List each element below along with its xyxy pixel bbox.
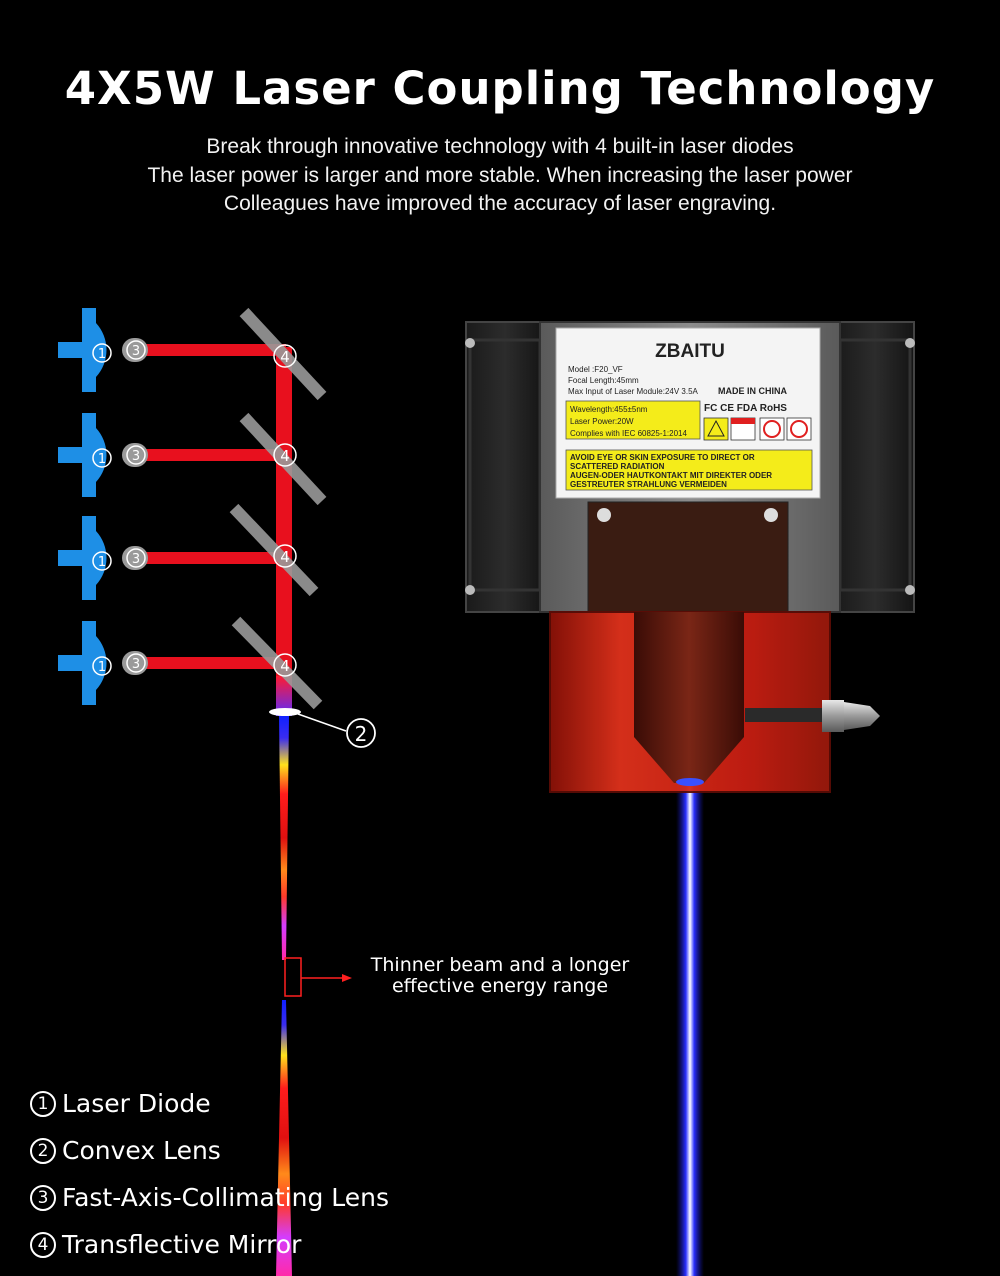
laser-diode-icon [58, 621, 107, 705]
complies-text: Complies with IEC 60825-1:2014 [570, 429, 688, 438]
legend: 1 Laser Diode 2 Convex Lens 3 Fast-Axis-… [30, 1080, 389, 1268]
output-beam-upper [279, 716, 289, 960]
horizontal-beam [140, 449, 286, 461]
convex-lens-icon [269, 708, 301, 716]
callout-arrowhead-icon [342, 974, 352, 982]
legend-item: 4 Transflective Mirror [30, 1221, 389, 1268]
warning-line-2: SCATTERED RADIATION [570, 462, 665, 471]
callout-line-1: Thinner beam and a longer [370, 954, 630, 976]
power-text: Laser Power:20W [570, 417, 634, 426]
screw-icon [465, 585, 475, 595]
laser-diode-icon [58, 308, 107, 392]
callout-line-2: effective energy range [391, 975, 609, 997]
made-in-text: MADE IN CHINA [718, 386, 787, 396]
horizontal-beam [140, 344, 286, 356]
subtitle-line-1: Break through innovative technology with… [206, 135, 794, 158]
transflective-mirror-icon [239, 412, 327, 506]
screw-icon [597, 508, 611, 522]
mirror-marker: 4 [280, 447, 290, 465]
fac-marker: 3 [132, 657, 140, 672]
left-fan [465, 321, 545, 613]
legend-label: Convex Lens [62, 1136, 221, 1165]
legend-number: 4 [30, 1231, 56, 1258]
module-bracket [587, 501, 789, 613]
warning-box [565, 449, 813, 491]
laser-warning-icon [703, 417, 729, 441]
mirror-marker: 4 [280, 348, 290, 366]
diode-row-1: 1 3 4 [58, 307, 327, 401]
legend-label: Laser Diode [62, 1089, 211, 1118]
laser-diode-icon [58, 413, 107, 497]
lens-leader-line [297, 713, 347, 732]
subtitle-line-2: The laser power is larger and more stabl… [147, 163, 853, 187]
screw-icon [905, 338, 915, 348]
lens-marker-circle [346, 718, 376, 748]
right-fan [835, 321, 915, 613]
combined-beam [276, 347, 292, 680]
transflective-mirror-icon [229, 503, 319, 597]
fac-marker: 3 [132, 449, 140, 464]
diode-marker: 1 [98, 347, 106, 362]
focal-text: Focal Length:45mm [568, 376, 639, 385]
air-pipe [745, 708, 825, 722]
combined-beam-lower [276, 676, 292, 716]
module-output-beam [676, 780, 704, 1276]
screw-icon [465, 338, 475, 348]
warning-line-1: AVOID EYE OR SKIN EXPOSURE TO DIRECT OR [570, 453, 755, 462]
page-title: 4X5W Laser Coupling Technology [64, 62, 936, 115]
max-input-text: Max Input of Laser Module:24V 3.5A [568, 387, 699, 396]
legend-item: 2 Convex Lens [30, 1127, 389, 1174]
warning-line-3: AUGEN-ODER HAUTKONTAKT MIT DIREKTER ODER [570, 471, 772, 480]
legend-label: Transflective Mirror [62, 1230, 302, 1259]
screw-icon [905, 585, 915, 595]
diode-marker: 1 [98, 660, 106, 675]
legend-number: 2 [30, 1137, 56, 1164]
diode-marker: 1 [98, 452, 106, 467]
legend-number: 1 [30, 1090, 56, 1117]
certification-marks: FC CE FDA RoHS [704, 403, 787, 414]
laser-module: ZBAITU Model :F20_VF Focal Length:45mm M… [465, 321, 915, 1276]
diode-marker: 1 [98, 555, 106, 570]
transflective-mirror-icon [231, 616, 323, 710]
transflective-mirror-icon [239, 307, 327, 401]
beam-callout: Thinner beam and a longer effective ener… [340, 955, 660, 997]
brand-text: ZBAITU [655, 341, 725, 362]
diode-row-3: 1 3 4 [58, 503, 319, 600]
model-text: Model :F20_VF [568, 365, 623, 374]
subtitle: Break through innovative technology with… [0, 133, 1000, 219]
diode-row-2: 1 3 4 [58, 412, 327, 506]
legend-item: 3 Fast-Axis-Collimating Lens [30, 1174, 389, 1221]
mirror-marker: 4 [280, 657, 290, 675]
legend-number: 3 [30, 1184, 56, 1211]
horizontal-beam [140, 552, 286, 564]
diode-row-4: 1 3 4 [58, 616, 323, 710]
output-beam-lower [276, 1000, 292, 1276]
legend-item: 1 Laser Diode [30, 1080, 389, 1127]
spec-box [565, 400, 701, 440]
laser-diode-icon [58, 516, 107, 600]
wavelength-text: Wavelength:455±5nm [570, 405, 648, 414]
lens-marker: 2 [355, 722, 368, 746]
screw-icon [764, 508, 778, 522]
subtitle-line-3: Colleagues have improved the accuracy of… [223, 192, 777, 215]
legend-label: Fast-Axis-Collimating Lens [62, 1183, 390, 1212]
beam-callout-box [284, 957, 302, 997]
fac-marker: 3 [132, 552, 140, 567]
focus-nozzle [634, 612, 744, 737]
horizontal-beam [140, 657, 286, 669]
fac-marker: 3 [132, 344, 140, 359]
warning-line-4: GESTREUTER STRAHLUNG VERMEIDEN [570, 480, 727, 489]
mirror-marker: 4 [280, 548, 290, 566]
air-assist-fitting-icon [822, 700, 844, 732]
